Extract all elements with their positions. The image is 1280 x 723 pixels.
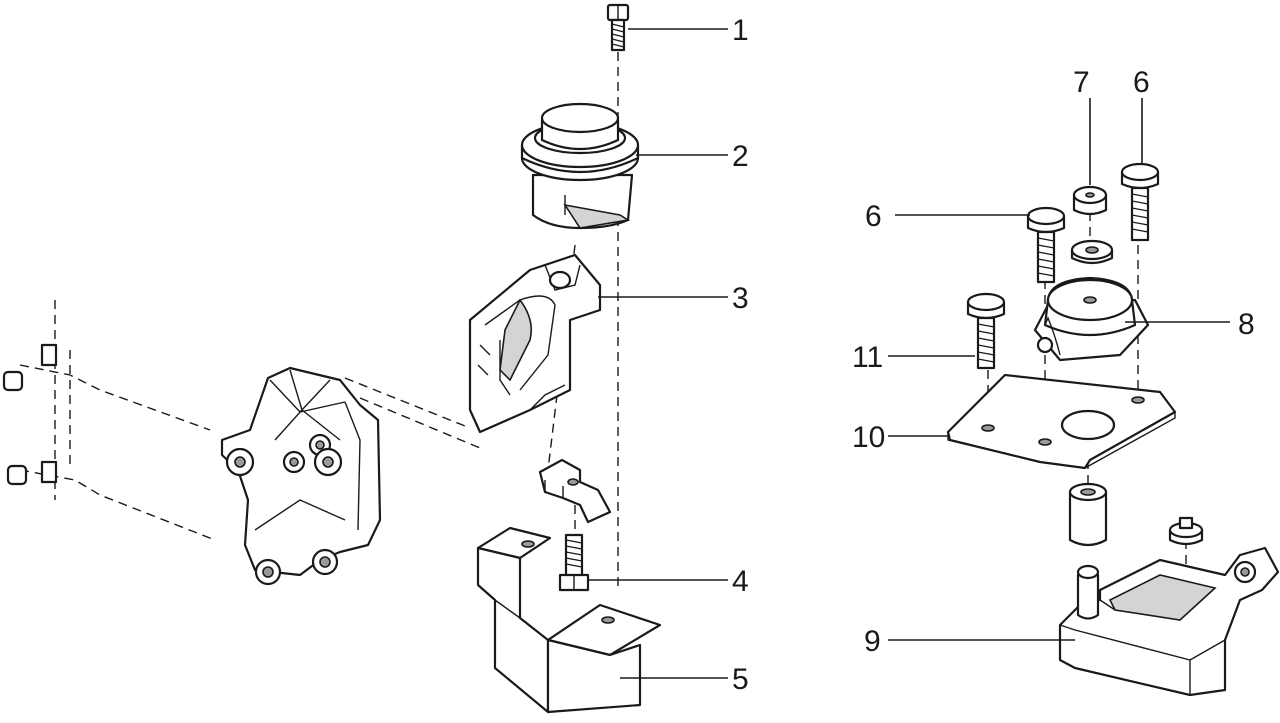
callout-11: 11 — [852, 341, 883, 374]
callout-2: 2 — [732, 140, 749, 173]
retaining-clip — [538, 458, 612, 524]
callout-5: 5 — [732, 663, 749, 696]
part-4-stud-nut — [558, 533, 590, 592]
part-6-bolt-left — [1026, 206, 1066, 284]
leader-lines — [588, 28, 1230, 679]
callout-8: 8 — [1238, 308, 1255, 341]
part-9-top-nut — [1168, 516, 1204, 546]
part-9-base-bracket — [1058, 546, 1280, 697]
part-1-bolt — [606, 3, 630, 52]
callout-6-left: 6 — [865, 200, 882, 233]
callout-6-right: 6 — [1133, 66, 1150, 99]
part-11-bolt — [966, 292, 1006, 370]
engine-side-bracket — [220, 366, 382, 586]
callout-labels: 1 2 3 4 5 6 6 7 8 9 10 11 — [732, 14, 1255, 696]
callout-9: 9 — [864, 625, 881, 658]
callout-3: 3 — [732, 282, 749, 315]
part-7-washers — [1070, 185, 1114, 265]
callout-7: 7 — [1073, 66, 1090, 99]
callout-4: 4 — [732, 565, 749, 598]
part-5-u-bracket — [476, 526, 662, 714]
spacer-sleeve — [1068, 482, 1108, 547]
part-8-rubber-mount — [1033, 276, 1150, 362]
part-3-mount-bracket — [468, 253, 602, 434]
part-2-upper-mount — [520, 102, 640, 230]
part-6-bolt-right — [1120, 162, 1160, 242]
part-10-gasket-plate — [946, 373, 1177, 470]
engine-stub-fragments — [2, 343, 58, 486]
callout-1: 1 — [732, 14, 749, 47]
callout-10: 10 — [852, 421, 885, 454]
